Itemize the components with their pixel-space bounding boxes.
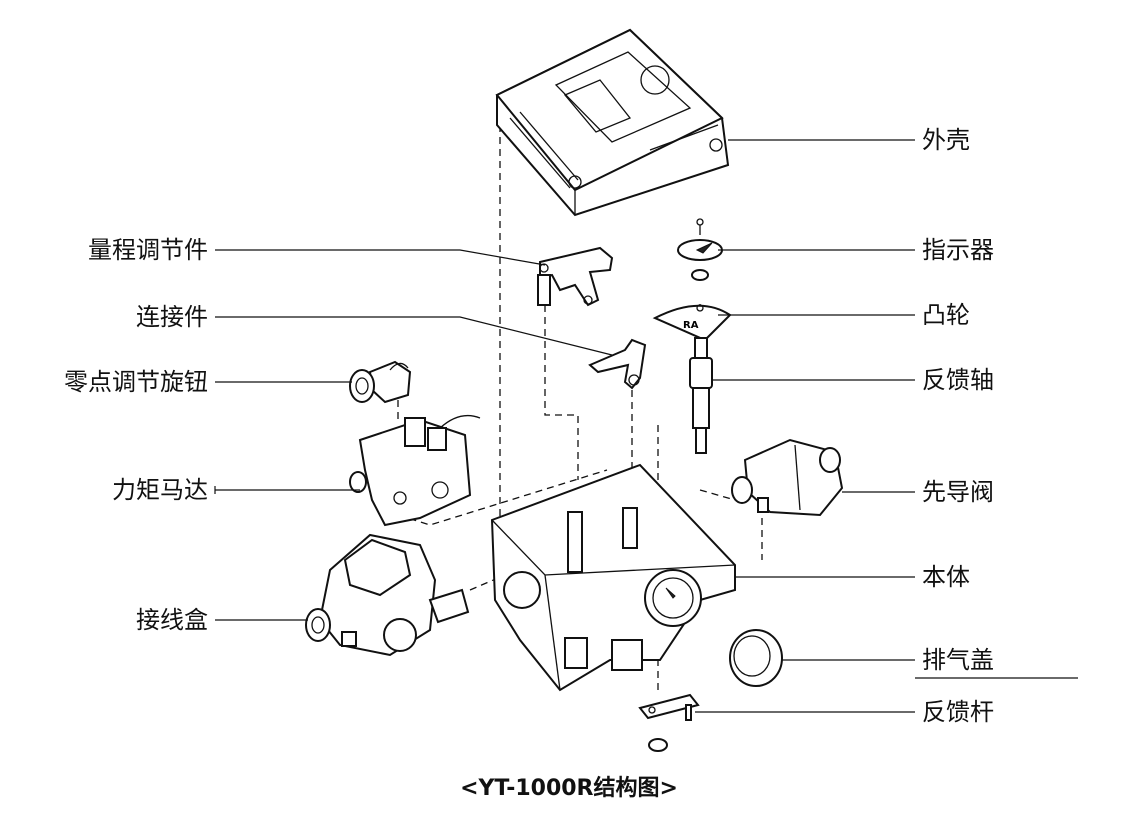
span-adjuster-part [537,246,614,307]
label-zero-knob: 零点调节旋钮 [64,368,208,396]
label-torque-motor: 力矩马达 [112,476,208,504]
housing-part [495,28,730,217]
label-body: 本体 [922,563,970,591]
exhaust-cover-part [729,629,783,687]
torque-motor-part [349,414,481,527]
label-cam: 凸轮 [922,301,970,329]
leader-lines [214,139,1078,713]
junction-box-part [305,533,470,657]
label-indicator: 指示器 [922,236,994,264]
label-pilot-valve: 先导阀 [922,478,994,506]
pilot-valve-part [731,438,844,517]
body-part [490,463,736,692]
feedback-lever-part [638,693,700,752]
feedback-shaft-part [689,337,713,454]
cam-marking: RA [683,320,699,331]
label-feedback-lever: 反馈杆 [922,698,994,726]
label-housing: 外壳 [922,126,970,154]
label-junction-box: 接线盒 [136,606,208,634]
cam-part: RA [652,304,732,342]
label-exhaust-cover: 排气盖 [922,646,994,674]
connector-part [588,338,647,390]
diagram-caption: <YT-1000R结构图> [460,776,678,801]
label-span-adjuster: 量程调节件 [88,236,208,264]
label-connector: 连接件 [136,303,208,331]
label-feedback-shaft: 反馈轴 [922,366,994,394]
zero-knob-part [349,360,412,404]
indicator-part [677,218,723,281]
